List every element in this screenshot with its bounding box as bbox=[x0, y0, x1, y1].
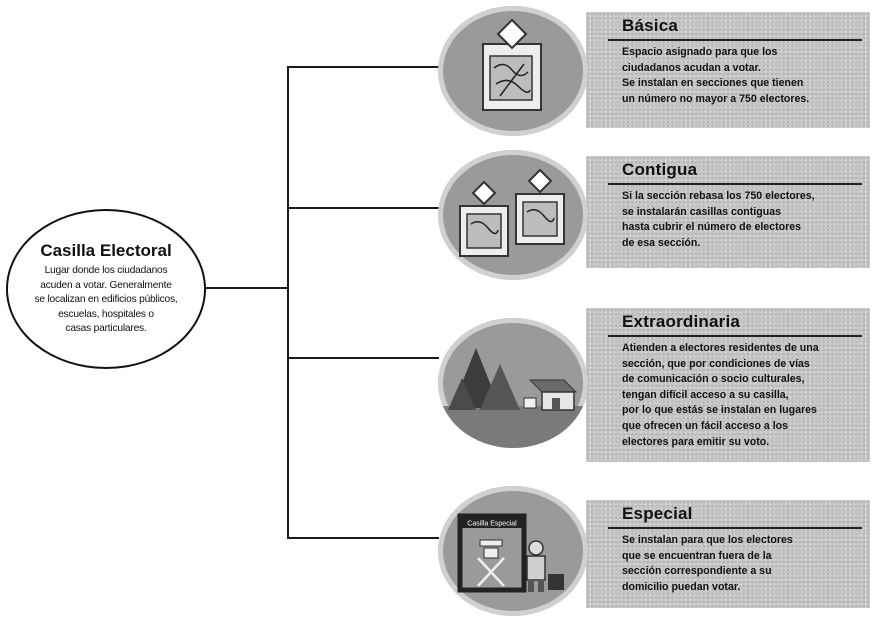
branch-description-line: sección, que por condiciones de vías bbox=[622, 357, 810, 370]
branch-description-line: hasta cubrir el número de electores bbox=[622, 221, 801, 234]
title-underline bbox=[608, 183, 862, 185]
branch-description-line: se instalarán casillas contiguas bbox=[622, 205, 781, 218]
root-description-line: acuden a votar. Generalmente bbox=[40, 279, 172, 291]
branch-connector-contigua bbox=[287, 207, 439, 209]
branch-description-line: de esa sección. bbox=[622, 236, 701, 249]
two-ballot-boxes-icon bbox=[438, 150, 588, 280]
branch-title: Especial bbox=[622, 504, 693, 523]
root-description: Lugar donde los ciudadanos acuden a vota… bbox=[34, 264, 177, 337]
branch-description-line: domicilio puedan votar. bbox=[622, 580, 741, 593]
branch-title: Contigua bbox=[622, 160, 698, 179]
branch-panel-contigua: Contigua Si la sección rebasa los 750 el… bbox=[586, 156, 870, 268]
branch-description-line: de comunicación o socio culturales, bbox=[622, 373, 805, 386]
branch-title: Básica bbox=[622, 16, 679, 35]
branch-description-line: Se instalan para que los electores bbox=[622, 534, 793, 546]
rural-landscape-icon bbox=[438, 318, 588, 448]
branch-description-line: tengan difícil acceso a su casilla, bbox=[622, 388, 789, 401]
trunk-connector bbox=[287, 66, 289, 538]
root-description-line: casas particulares. bbox=[65, 323, 147, 335]
branch-description: Si la sección rebasa los 750 electores, … bbox=[622, 189, 864, 251]
branch-description-line: sección correspondiente a su bbox=[622, 565, 772, 578]
branch-panel-especial: Especial Se instalan para que los electo… bbox=[586, 500, 870, 608]
branch-description-line: que ofrecen un fácil acceso a los bbox=[622, 419, 789, 432]
branch-connector-extraordinaria bbox=[287, 357, 439, 359]
title-underline bbox=[608, 527, 862, 529]
special-booth-icon: Casilla Especial bbox=[438, 486, 588, 616]
branch-description: Se instalan para que los electores que s… bbox=[622, 533, 864, 595]
root-description-line: Lugar donde los ciudadanos bbox=[44, 265, 168, 277]
root-node: Casilla Electoral Lugar donde los ciudad… bbox=[6, 209, 206, 369]
branch-description-line: Espacio asignado para que los bbox=[622, 46, 778, 58]
title-underline bbox=[608, 335, 862, 337]
branch-connector-basica bbox=[287, 66, 439, 68]
title-underline bbox=[608, 39, 862, 41]
branch-description: Atienden a electores residentes de una s… bbox=[622, 341, 864, 450]
branch-description-line: por lo que estás se instalan en lugares bbox=[622, 404, 817, 417]
root-description-line: escuelas, hospitales o bbox=[58, 308, 154, 320]
branch-panel-extraordinaria: Extraordinaria Atienden a electores resi… bbox=[586, 308, 870, 462]
root-connector bbox=[206, 287, 288, 289]
branch-description-line: Si la sección rebasa los 750 electores, bbox=[622, 190, 815, 202]
branch-description-line: Atienden a electores residentes de una bbox=[622, 342, 819, 354]
ballot-box-icon bbox=[438, 6, 588, 136]
root-description-line: se localizan en edificios públicos, bbox=[34, 294, 178, 306]
branch-title: Extraordinaria bbox=[622, 312, 741, 331]
branch-description-line: que se encuentran fuera de la bbox=[622, 549, 772, 562]
root-title: Casilla Electoral bbox=[40, 241, 172, 261]
branch-description: Espacio asignado para que los ciudadanos… bbox=[622, 45, 864, 107]
branch-description-line: ciudadanos acudan a votar. bbox=[622, 61, 761, 74]
branch-description-line: electores para emitir su voto. bbox=[622, 435, 770, 448]
branch-connector-especial bbox=[287, 537, 439, 539]
branch-description-line: un número no mayor a 750 electores. bbox=[622, 92, 810, 105]
branch-panel-basica: Básica Espacio asignado para que los ciu… bbox=[586, 12, 870, 128]
booth-sign-text: Casilla Especial bbox=[467, 521, 517, 528]
branch-description-line: Se instalan en secciones que tienen bbox=[622, 77, 804, 90]
